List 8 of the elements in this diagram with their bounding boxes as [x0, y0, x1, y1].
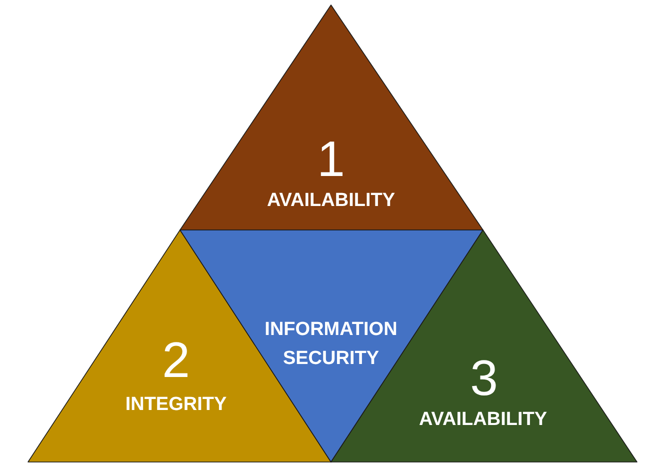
section-label: AVAILABILITY — [266, 190, 396, 212]
section-label: AVAILABILITY — [418, 409, 548, 431]
section-number: 1 — [317, 134, 345, 184]
section-number: 3 — [470, 353, 498, 403]
triangle-segment — [180, 5, 483, 230]
section-label: INTEGRITY — [125, 394, 227, 416]
section-label: INFORMATION SECURITY — [264, 318, 398, 371]
section-number: 2 — [162, 335, 190, 385]
